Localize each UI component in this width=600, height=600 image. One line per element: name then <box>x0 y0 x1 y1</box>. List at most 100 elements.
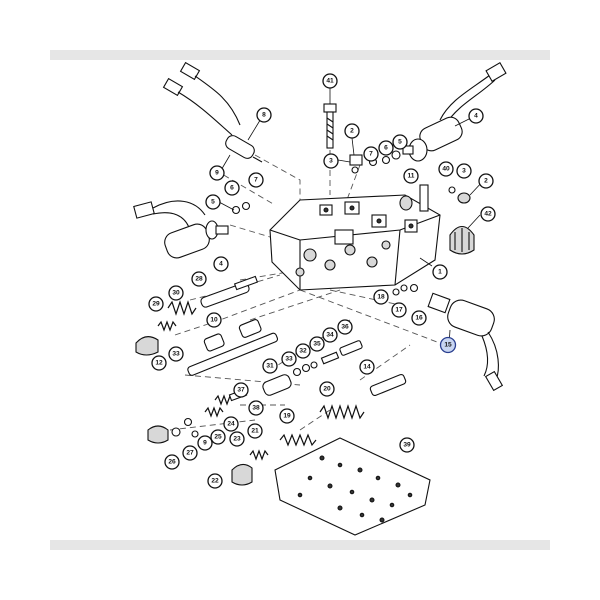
callout-1: 1 <box>432 264 448 280</box>
svg-text:30: 30 <box>172 290 180 297</box>
svg-text:7: 7 <box>254 177 258 184</box>
svg-text:23: 23 <box>233 436 241 443</box>
callout-8-top: 8 <box>256 107 272 123</box>
svg-text:20: 20 <box>323 386 331 393</box>
svg-text:6: 6 <box>230 185 234 192</box>
svg-text:3: 3 <box>329 158 333 165</box>
callout-14: 14 <box>359 359 375 375</box>
callout-30: 30 <box>168 285 184 301</box>
callout-7-top: 7 <box>363 146 379 162</box>
plug-42 <box>449 225 475 255</box>
callout-group: 41 8 2 4 3 7 6 5 40 9 11 3 2 7 6 5 42 4 … <box>148 73 496 489</box>
callout-40: 40 <box>438 161 454 177</box>
callout-42: 42 <box>480 206 496 222</box>
svg-text:26: 26 <box>168 459 176 466</box>
svg-text:6: 6 <box>384 145 388 152</box>
svg-text:34: 34 <box>326 332 334 339</box>
callout-6-top: 6 <box>378 140 394 156</box>
svg-text:21: 21 <box>251 428 259 435</box>
svg-text:18: 18 <box>377 294 385 301</box>
callout-11: 11 <box>403 168 419 184</box>
callout-27: 27 <box>182 445 198 461</box>
callout-26: 26 <box>164 454 180 470</box>
svg-text:17: 17 <box>395 307 403 314</box>
svg-text:28: 28 <box>195 276 203 283</box>
svg-text:39: 39 <box>403 442 411 449</box>
callout-4-left: 4 <box>213 256 229 272</box>
svg-text:4: 4 <box>219 261 223 268</box>
svg-text:35: 35 <box>313 341 321 348</box>
separator-plate <box>274 437 431 536</box>
callout-28: 28 <box>191 271 207 287</box>
callout-36: 36 <box>337 319 353 335</box>
svg-text:2: 2 <box>484 178 488 185</box>
top-divider-band <box>50 50 550 60</box>
callout-5-left: 5 <box>205 194 221 210</box>
svg-text:5: 5 <box>211 199 215 206</box>
svg-text:3: 3 <box>462 168 466 175</box>
svg-text:24: 24 <box>227 421 235 428</box>
svg-text:32: 32 <box>299 348 307 355</box>
svg-text:9: 9 <box>215 170 219 177</box>
callout-18: 18 <box>373 289 389 305</box>
callout-10: 10 <box>206 312 222 328</box>
svg-text:2: 2 <box>350 128 354 135</box>
callout-19: 19 <box>279 408 295 424</box>
svg-text:19: 19 <box>283 413 291 420</box>
solenoid-top-left <box>162 61 263 163</box>
svg-text:5: 5 <box>398 139 402 146</box>
svg-text:27: 27 <box>186 450 194 457</box>
svg-text:37: 37 <box>237 387 245 394</box>
svg-text:14: 14 <box>363 364 371 371</box>
callout-24: 24 <box>223 416 239 432</box>
bolt-41 <box>323 103 337 149</box>
callout-16: 16 <box>411 310 427 326</box>
svg-text:31: 31 <box>266 363 274 370</box>
svg-text:36: 36 <box>341 324 349 331</box>
svg-text:33: 33 <box>172 351 180 358</box>
svg-text:8: 8 <box>262 112 266 119</box>
svg-text:33: 33 <box>285 356 293 363</box>
valve-body <box>269 194 441 291</box>
callout-2-right: 2 <box>478 173 494 189</box>
svg-text:42: 42 <box>484 211 492 218</box>
callout-4-top: 4 <box>468 108 484 124</box>
svg-text:9: 9 <box>203 440 207 447</box>
callout-33-right: 33 <box>281 351 297 367</box>
svg-text:11: 11 <box>408 173 415 180</box>
svg-text:16: 16 <box>415 315 423 322</box>
callout-7-left: 7 <box>248 172 264 188</box>
callout-5-top: 5 <box>392 134 408 150</box>
svg-text:29: 29 <box>152 301 160 308</box>
callout-22: 22 <box>207 473 223 489</box>
fittings-top <box>231 150 471 296</box>
svg-text:22: 22 <box>211 478 219 485</box>
svg-text:25: 25 <box>214 434 222 441</box>
callout-33-left: 33 <box>168 346 184 362</box>
callout-23: 23 <box>229 431 245 447</box>
callout-9-lower: 9 <box>197 435 213 451</box>
svg-text:1: 1 <box>438 269 442 276</box>
valve-components <box>135 275 407 486</box>
callout-29: 29 <box>148 296 164 312</box>
svg-text:41: 41 <box>326 78 334 85</box>
callout-12: 12 <box>151 355 167 371</box>
callout-9: 9 <box>209 165 225 181</box>
callout-39: 39 <box>399 437 415 453</box>
bottom-divider-band <box>50 540 550 550</box>
callout-20: 20 <box>319 381 335 397</box>
callout-2-top: 2 <box>344 123 360 139</box>
callout-3-top: 3 <box>323 153 339 169</box>
callout-15-highlighted[interactable]: 15 <box>439 336 457 354</box>
callout-25: 25 <box>210 429 226 445</box>
svg-text:15: 15 <box>444 342 452 349</box>
svg-text:40: 40 <box>442 166 450 173</box>
callout-35: 35 <box>309 336 325 352</box>
callout-38: 38 <box>248 400 264 416</box>
callout-31: 31 <box>262 358 278 374</box>
callout-32: 32 <box>295 343 311 359</box>
solenoid-left <box>133 200 229 259</box>
callout-37: 37 <box>233 382 249 398</box>
callout-21: 21 <box>247 423 263 439</box>
